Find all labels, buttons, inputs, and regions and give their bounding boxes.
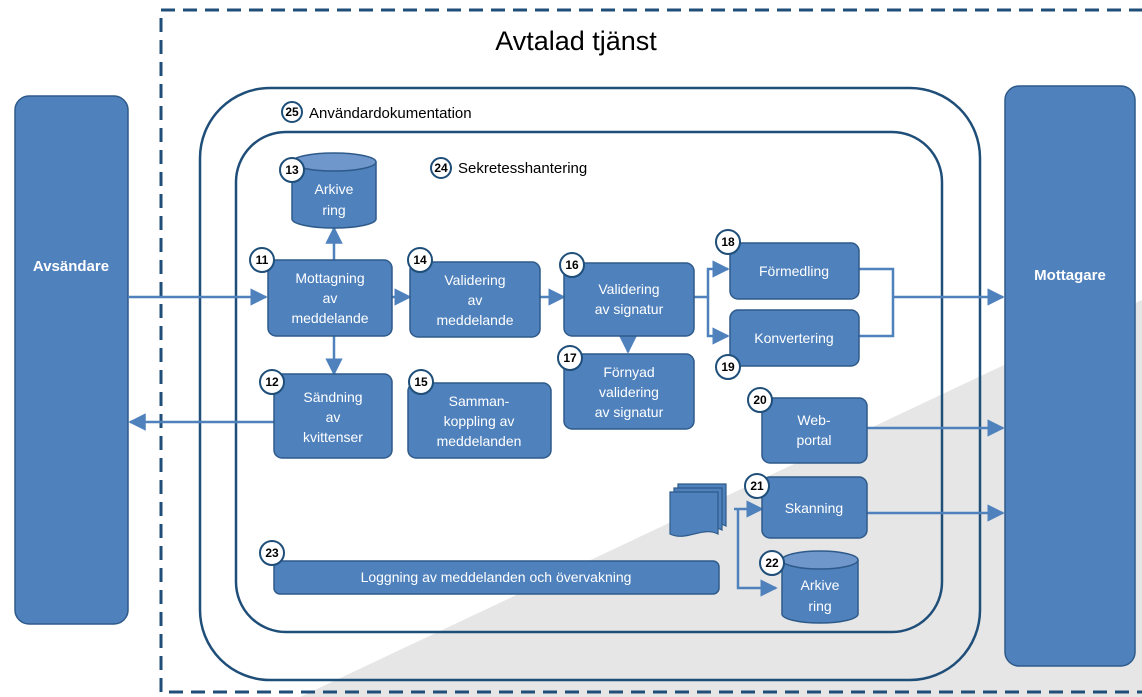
- node-15-merging: Samman- koppling av meddelanden: [407, 382, 552, 459]
- svg-text:portal: portal: [796, 432, 831, 448]
- svg-text:meddelanden: meddelanden: [437, 433, 522, 449]
- node-23-logging: Loggning av meddelanden och övervakning: [273, 560, 720, 595]
- svg-text:11: 11: [256, 253, 269, 267]
- arrow-16-to-18: [694, 260, 730, 299]
- node-22-archiving: Arkive ring: [781, 550, 859, 624]
- node-17-renewed-validation: Förnyad validering av signatur: [563, 353, 695, 430]
- svg-text:Användardokumentation: Användardokumentation: [309, 105, 472, 122]
- node-14-validation: Validering av meddelande: [409, 261, 541, 338]
- node-16-signature-validation: Validering av signatur: [563, 262, 695, 337]
- number-badges: 13 11 14 16 17 12 15 18 19 20 21 22 23: [249, 157, 785, 576]
- svg-text:17: 17: [563, 351, 577, 365]
- receiver-bar: [1004, 85, 1136, 667]
- svg-text:Validering: Validering: [598, 281, 659, 297]
- document-stack-icon: [669, 483, 727, 537]
- scope-inner-label: 24 Sekretesshantering: [430, 157, 587, 179]
- badge-17: 17: [557, 345, 583, 371]
- node-20-web-portal: Web- portal: [761, 397, 868, 464]
- svg-text:meddelande: meddelande: [436, 312, 513, 328]
- node-19-conversion: Konvertering: [729, 309, 860, 367]
- node-21-scanning: Skanning: [761, 476, 868, 539]
- svg-text:13: 13: [285, 163, 299, 177]
- svg-text:Förmedling: Förmedling: [759, 263, 829, 279]
- svg-text:Förnyad: Förnyad: [603, 364, 654, 380]
- svg-text:av signatur: av signatur: [595, 404, 664, 420]
- svg-text:Samman-: Samman-: [449, 393, 510, 409]
- badge-14: 14: [407, 247, 433, 273]
- svg-text:12: 12: [265, 375, 279, 389]
- svg-text:Arkive: Arkive: [315, 181, 354, 197]
- svg-text:19: 19: [721, 360, 735, 374]
- node-11-receiving: Mottagning av meddelande: [267, 259, 393, 337]
- badge-22: 22: [759, 550, 785, 576]
- svg-text:ring: ring: [322, 202, 345, 218]
- arrow-16-to-19: [706, 297, 730, 345]
- badge-18: 18: [715, 229, 741, 255]
- badge-11: 11: [249, 247, 275, 273]
- svg-text:koppling av: koppling av: [444, 413, 515, 429]
- svg-text:16: 16: [565, 258, 579, 272]
- svg-text:Arkive: Arkive: [801, 577, 840, 593]
- svg-text:Mottagning: Mottagning: [295, 270, 364, 286]
- svg-text:Konvertering: Konvertering: [754, 330, 833, 346]
- svg-text:18: 18: [721, 235, 735, 249]
- svg-text:15: 15: [414, 375, 428, 389]
- svg-text:meddelande: meddelande: [291, 310, 368, 326]
- svg-text:Skanning: Skanning: [785, 500, 843, 516]
- svg-text:20: 20: [753, 393, 767, 407]
- svg-text:25: 25: [285, 105, 299, 119]
- svg-text:Web-: Web-: [797, 412, 831, 428]
- page-title: Avtalad tjänst: [495, 26, 657, 56]
- svg-text:kvittenser: kvittenser: [303, 429, 363, 445]
- svg-text:av: av: [323, 290, 338, 306]
- svg-text:22: 22: [765, 556, 779, 570]
- node-18-forwarding: Förmedling: [729, 242, 860, 300]
- arrow-doc-to-22: [736, 509, 778, 597]
- badge-19: 19: [715, 354, 741, 380]
- svg-text:av signatur: av signatur: [595, 301, 664, 317]
- svg-text:av: av: [468, 292, 483, 308]
- svg-text:validering: validering: [599, 384, 659, 400]
- sender-label: Avsändare: [33, 258, 109, 275]
- receiver-label: Mottagare: [1034, 267, 1106, 284]
- badge-21: 21: [744, 473, 770, 499]
- svg-text:24: 24: [434, 161, 448, 175]
- badge-20: 20: [747, 387, 773, 413]
- line-19-out: [859, 297, 895, 338]
- badge-16: 16: [559, 252, 585, 278]
- badge-23: 23: [259, 540, 285, 566]
- scope-confidentiality: [234, 130, 944, 634]
- line-18-out: [859, 267, 895, 297]
- sender-bar: [14, 95, 129, 625]
- badge-13: 13: [279, 157, 305, 183]
- scope-user-documentation: [198, 86, 982, 682]
- node-12-sending-receipts: Sändning av kvittenser: [273, 373, 393, 459]
- svg-text:14: 14: [413, 253, 427, 267]
- svg-text:av: av: [326, 409, 341, 425]
- svg-text:Sändning: Sändning: [303, 389, 362, 405]
- svg-text:Loggning av meddelanden och öv: Loggning av meddelanden och övervakning: [361, 569, 632, 585]
- svg-text:21: 21: [750, 479, 764, 493]
- svg-text:Sekretesshantering: Sekretesshantering: [458, 160, 587, 177]
- node-13-archiving: Arkive ring: [291, 152, 377, 229]
- agreed-service-frame: [159, 8, 1142, 694]
- svg-text:ring: ring: [808, 598, 831, 614]
- badge-15: 15: [408, 369, 434, 395]
- connectors: [128, 226, 1005, 597]
- badge-12: 12: [259, 369, 285, 395]
- scope-outer-label: 25 Användardokumentation: [281, 101, 472, 123]
- svg-text:23: 23: [265, 546, 279, 560]
- svg-text:Validering: Validering: [444, 272, 505, 288]
